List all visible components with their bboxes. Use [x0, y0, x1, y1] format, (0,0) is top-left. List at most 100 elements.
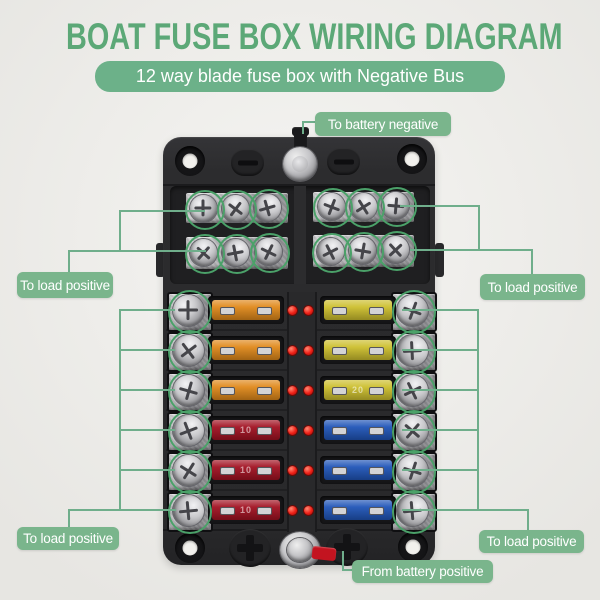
callout-line: [402, 469, 479, 471]
indicator-led: [288, 386, 297, 395]
callout-line: [68, 509, 70, 529]
fuse-box: 20 10 10 10: [163, 127, 437, 568]
fuse-amp-label: 10: [239, 425, 252, 435]
fuse-amp-label: 20: [351, 385, 364, 395]
indicator-led: [304, 386, 313, 395]
positive-wire-terminal: [311, 545, 337, 562]
mounting-hole-top-left: [175, 146, 205, 176]
fuse-blade-contact: [220, 427, 235, 435]
screw-highlight-ring: [249, 189, 289, 229]
callout-line: [478, 205, 480, 251]
indicator-led: [304, 426, 313, 435]
screw-highlight-ring: [392, 450, 436, 494]
fuse-blade-contact: [332, 427, 347, 435]
fuse-blade-contact: [332, 307, 347, 315]
fuse-blade-contact: [369, 387, 384, 395]
blade-fuse-red: 10: [212, 420, 280, 440]
blade-fuse-orange: [212, 300, 280, 320]
callout-line: [402, 389, 479, 391]
fuse-blade-contact: [332, 387, 347, 395]
screw-highlight-ring: [168, 490, 212, 534]
indicator-led: [288, 506, 297, 515]
blade-fuse-orange: [212, 340, 280, 360]
callout-line: [68, 250, 70, 274]
callout-to-load-positive-bottom-left: To load positive: [17, 527, 119, 550]
plus-slot: [343, 534, 351, 560]
callout-line: [119, 309, 175, 311]
blade-fuse-yellow: 20: [324, 380, 392, 400]
screw-highlight-ring: [392, 290, 436, 334]
callout-line: [119, 210, 205, 212]
callout-line: [527, 509, 529, 532]
indicator-led: [304, 306, 313, 315]
callout-line: [302, 121, 304, 134]
mounting-hole-top-right: [397, 144, 427, 174]
blade-fuse-yellow: [324, 300, 392, 320]
callout-line: [531, 249, 533, 276]
blade-fuse-blue: [324, 500, 392, 520]
callout-line: [402, 349, 479, 351]
screw-cap-top-left: [231, 149, 264, 176]
fuse-blade-contact: [369, 307, 384, 315]
callout-to-load-positive-left: To load positive: [17, 272, 113, 298]
screw-cap-bottom-left: [229, 529, 271, 567]
blade-fuse-blue: [324, 420, 392, 440]
positive-stud-nut: [287, 538, 313, 562]
callout-line: [303, 121, 315, 123]
callout-to-load-positive-bottom-right: To load positive: [479, 530, 584, 553]
callout-line: [119, 389, 175, 391]
indicator-led: [304, 506, 313, 515]
mounting-hole-bottom-right: [398, 532, 428, 562]
subtitle-text: 12 way blade fuse box with Negative Bus: [135, 66, 465, 86]
fuse-blade-contact: [369, 507, 384, 515]
fuse-blade-contact: [220, 347, 235, 355]
fuse-amp-label: 10: [239, 465, 252, 475]
callout-line: [119, 469, 175, 471]
callout-line: [68, 250, 206, 252]
screw-highlight-ring: [168, 450, 212, 494]
callout-from-battery-positive: From battery positive: [352, 560, 493, 583]
callout-line: [342, 569, 354, 571]
page-title: BOAT FUSE BOX WIRING DIAGRAM: [66, 16, 563, 57]
indicator-led: [288, 426, 297, 435]
fuse-blade-contact: [257, 507, 272, 515]
screw-highlight-ring: [392, 410, 436, 454]
callout-line: [119, 210, 121, 252]
callout-line: [68, 509, 176, 511]
callout-line: [342, 551, 344, 571]
indicator-led: [288, 466, 297, 475]
callout-line: [400, 205, 480, 207]
side-tab-left: [156, 243, 165, 277]
callout-to-battery-negative: To battery negative: [315, 112, 451, 136]
screw-highlight-ring: [392, 370, 436, 414]
screw-cap-top-right: [327, 148, 360, 175]
callout-line: [402, 509, 529, 511]
fuse-blade-contact: [369, 467, 384, 475]
fuse-blade-contact: [369, 427, 384, 435]
callout-line: [119, 309, 121, 511]
indicator-led: [304, 346, 313, 355]
side-tab-right: [435, 243, 444, 277]
fuse-blade-contact: [332, 507, 347, 515]
fuse-blade-contact: [257, 427, 272, 435]
led-center-strip: [287, 292, 317, 532]
indicator-led: [304, 466, 313, 475]
negative-wire-terminal-cap: [292, 127, 309, 136]
blade-fuse-red: 10: [212, 500, 280, 520]
callout-line: [402, 429, 479, 431]
screw-highlight-ring: [392, 490, 436, 534]
indicator-led: [288, 346, 297, 355]
fuse-blade-contact: [332, 347, 347, 355]
top-cap-seam: [163, 184, 435, 186]
callout-line: [477, 309, 479, 511]
screw-highlight-ring: [392, 330, 436, 374]
fuse-blade-contact: [257, 467, 272, 475]
fuse-amp-label: 10: [239, 505, 252, 515]
indicator-led: [288, 306, 297, 315]
callout-line: [410, 249, 533, 251]
bus-center-rib: [294, 186, 306, 284]
fuse-blade-contact: [257, 307, 272, 315]
screw-highlight-ring: [168, 410, 212, 454]
blade-fuse-yellow: [324, 340, 392, 360]
fuse-blade-contact: [220, 507, 235, 515]
